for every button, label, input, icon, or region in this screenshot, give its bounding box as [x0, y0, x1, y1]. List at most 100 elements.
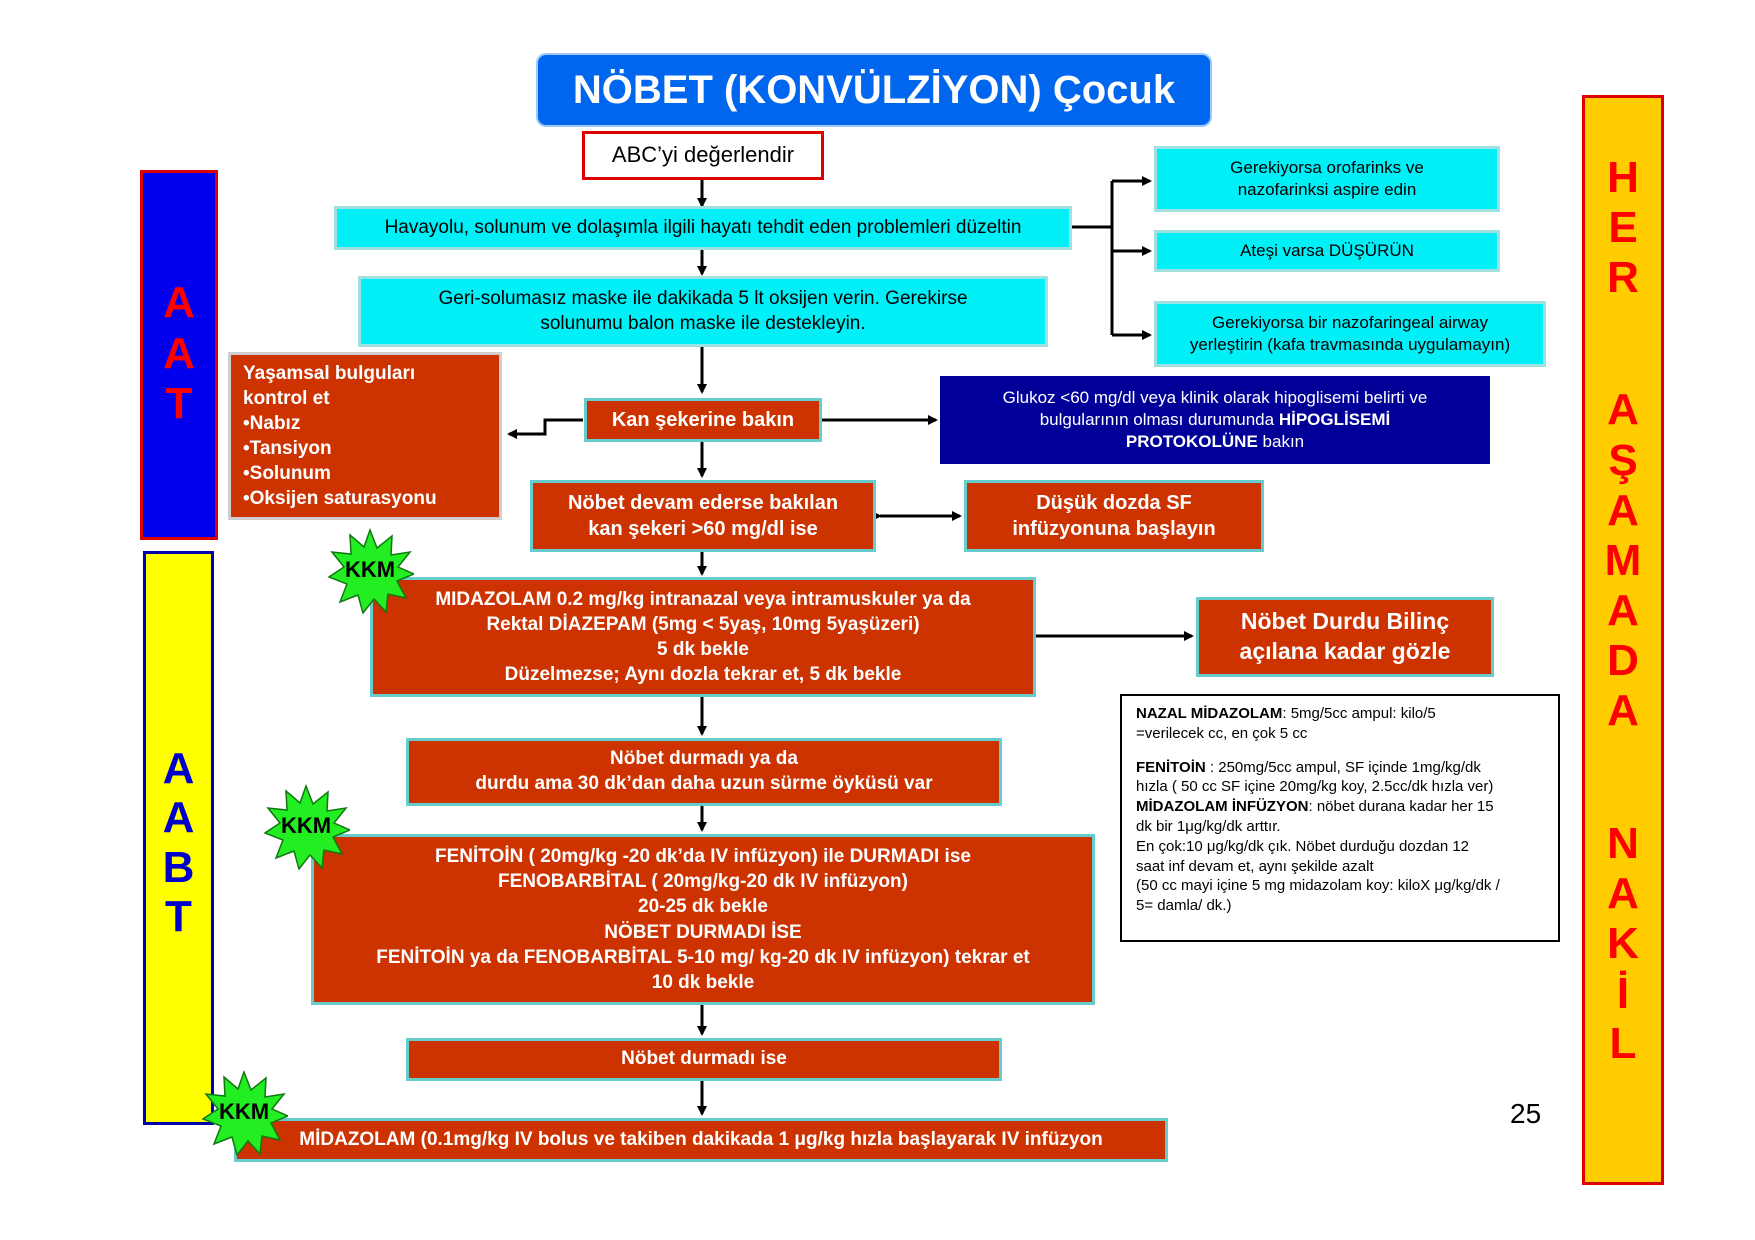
- fenitoin-fenobarbital-box: FENİTOİN ( 20mg/kg -20 dk’da IV infüzyon…: [311, 834, 1095, 1005]
- midazolam-note-line: 5= damla/ dk.): [1136, 897, 1232, 915]
- her-letter: H: [1607, 153, 1639, 202]
- midazolam1-line: 5 dk bekle: [657, 639, 749, 660]
- glukoz-hipoglisemi: HİPOGLİSEMİ: [1278, 409, 1391, 429]
- nobet-durmadi-30dk-box: Nöbet durmadı ya da durdu ama 30 dk’dan …: [406, 738, 1002, 806]
- her-asamada-nakil-bar: H E R A Ş A M A D A N A K İ L: [1582, 95, 1664, 1185]
- oksijen-line-2: solunumu balon maske ile destekleyin.: [540, 312, 866, 334]
- fenitoin-line: 10 dk bekle: [651, 971, 755, 993]
- midazolam-note-title: MİDAZOLAM İNFÜZYON: [1136, 798, 1309, 816]
- nobet-devam-box: Nöbet devam ederse bakılan kan şekeri >6…: [530, 480, 876, 552]
- aabt-letter: A: [162, 744, 195, 793]
- glukoz-line-3: PROTOKOLÜNE bakın: [1126, 431, 1304, 453]
- midazolam-iv-box: MİDAZOLAM (0.1mg/kg IV bolus ve takiben …: [234, 1118, 1168, 1162]
- ates-text: Ateşi varsa DÜŞÜRÜN: [1240, 240, 1414, 260]
- nazal-note-text: : 5mg/5cc ampul: kilo/5: [1282, 705, 1436, 722]
- nakil-letter: İ: [1616, 969, 1630, 1019]
- glukoz-line-1: Glukoz <60 mg/dl veya klinik olarak hipo…: [1002, 387, 1428, 407]
- dusuk-doz-line-2: infüzyonuna başlayın: [1012, 518, 1216, 540]
- ates-box: Ateşi varsa DÜŞÜRÜN: [1154, 230, 1500, 272]
- nobet-devam-line-2: kan şekeri >60 mg/dl ise: [588, 518, 818, 540]
- fenitoin-line: FENOBARBİTAL ( 20mg/kg-20 dk IV infüzyon…: [498, 871, 908, 893]
- midazolam-note-line: En çok:10 μg/kg/dk çık. Nöbet durduğu do…: [1136, 837, 1470, 855]
- her-letter: E: [1608, 203, 1638, 253]
- asamada-letter: A: [1607, 485, 1639, 535]
- aat-letter: T: [165, 379, 193, 429]
- nobet-durmadi1-line-2: durdu ama 30 dk’dan daha uzun sürme öykü…: [475, 773, 933, 794]
- aat-letter: A: [163, 278, 195, 327]
- glukoz-protokol: PROTOKOLÜNE: [1125, 432, 1258, 452]
- dusuk-doz-box: Düşük dozda SF infüzyonuna başlayın: [964, 480, 1264, 552]
- her-letter: R: [1607, 253, 1639, 303]
- yasamsal-line: •Oksijen saturasyonu: [243, 488, 437, 510]
- nobet-devam-line-1: Nöbet devam ederse bakılan: [567, 492, 839, 514]
- midazolam-note-text: : nöbet durana kadar her 15: [1308, 798, 1494, 816]
- aabt-bar: A A B T: [143, 551, 214, 1125]
- oksijen-box: Geri-solumasız maske ile dakikada 5 lt o…: [358, 276, 1048, 347]
- kkm-starburst-icon: [263, 783, 352, 871]
- fenitoin-line: NÖBET DURMADI İSE: [604, 921, 802, 943]
- nobet-durmadi2-text: Nöbet durmadı ise: [621, 1048, 787, 1070]
- page-title: NÖBET (KONVÜLZİYON) Çocuk: [538, 55, 1210, 125]
- fenitoin-note-text-2: hızla ( 50 cc SF içine 20mg/kg koy, 2.5c…: [1136, 778, 1494, 796]
- kkm-label: KKM: [218, 1099, 270, 1124]
- nobet-durdu-line-2: açılana kadar gözle: [1239, 638, 1451, 664]
- nazal-note-text-2: =verilecek cc, en çok 5 cc: [1136, 724, 1308, 742]
- kkm-label: KKM: [344, 557, 396, 582]
- asamada-letter: Ş: [1608, 435, 1638, 485]
- aat-bar: A A T: [140, 170, 218, 540]
- glukoz-line-2: bulgularının olması durumunda HİPOGLİSEM…: [1040, 409, 1391, 431]
- kan-sekeri-text: Kan şekerine bakın: [611, 409, 795, 431]
- airway-box: Gerekiyorsa bir nazofaringeal airway yer…: [1154, 301, 1546, 367]
- nazal-note: NAZAL MİDAZOLAM: 5mg/5cc ampul: kilo/5 =…: [1136, 704, 1544, 744]
- kkm-badge: KKM: [262, 782, 352, 871]
- aabt-letter: T: [165, 891, 192, 941]
- nakil-letter: N: [1607, 818, 1639, 868]
- midazolam2-text: MİDAZOLAM (0.1mg/kg IV bolus ve takiben …: [299, 1128, 1103, 1150]
- arrow-kan-yasamsal: [507, 418, 583, 439]
- midazolam1-line: Düzelmezse; Aynı dozla tekrar et, 5 dk b…: [504, 664, 902, 686]
- abc-box: ABC’yi değerlendir: [582, 131, 824, 180]
- kkm-starburst-icon: [201, 1069, 290, 1157]
- kkm-badge: KKM: [200, 1068, 290, 1157]
- fenitoin-note: FENİTOİN : 250mg/5cc ampul, SF içinde 1m…: [1136, 758, 1544, 916]
- yasamsal-line: Yaşamsal bulguları: [243, 362, 416, 384]
- asamada-letter: A: [1607, 686, 1639, 736]
- fenitoin-line: 20-25 dk bekle: [638, 896, 768, 918]
- dosage-notes-box: NAZAL MİDAZOLAM: 5mg/5cc ampul: kilo/5 =…: [1120, 694, 1560, 942]
- yasamsal-line: •Nabız: [243, 412, 301, 434]
- kkm-badge: KKM: [326, 526, 416, 615]
- nakil-letter: K: [1607, 918, 1639, 968]
- kkm-label: KKM: [280, 813, 332, 838]
- fenitoin-line: FENİTOİN ( 20mg/kg -20 dk’da IV infüzyon…: [435, 846, 971, 868]
- yasamsal-line: •Solunum: [243, 463, 331, 485]
- nakil-letter: A: [1607, 868, 1639, 918]
- airway-line-2: yerleştirin (kafa travmasında uygulamayı…: [1189, 335, 1511, 354]
- asamada-letter: D: [1607, 636, 1639, 686]
- kkm-starburst-icon: [327, 527, 416, 615]
- midazolam-note-line: (50 cc mayi içine 5 mg midazolam koy: ki…: [1136, 877, 1500, 895]
- nakil-letter: L: [1609, 1019, 1637, 1069]
- page-number: 25: [1510, 1098, 1542, 1129]
- fenitoin-line: FENİTOİN ya da FENOBARBİTAL 5-10 mg/ kg-…: [376, 946, 1030, 968]
- aspire-line-1: Gerekiyorsa orofarinks ve: [1230, 157, 1424, 177]
- aat-letter: A: [163, 328, 195, 378]
- nobet-durdu-box: Nöbet Durdu Bilinç açılana kadar gözle: [1196, 597, 1494, 677]
- glukoz-bakin: bakın: [1262, 432, 1305, 452]
- midazolam-note-line: saat inf devam et, aynı şekilde azalt: [1136, 857, 1374, 875]
- yasamsal-line: kontrol et: [243, 387, 330, 409]
- fenitoin-note-title: FENİTOİN: [1136, 758, 1206, 776]
- aabt-letter: B: [162, 842, 195, 892]
- havayolu-text: Havayolu, solunum ve dolaşımla ilgili ha…: [384, 216, 1022, 238]
- aabt-letter: A: [162, 793, 195, 843]
- title-text: NÖBET (KONVÜLZİYON) Çocuk: [572, 68, 1176, 112]
- aspire-box: Gerekiyorsa orofarinks ve nazofarinksi a…: [1154, 146, 1500, 212]
- glukoz-line-2-text: bulgularının olması durumunda: [1039, 409, 1275, 429]
- kan-sekeri-box: Kan şekerine bakın: [584, 398, 822, 442]
- nazal-note-title: NAZAL MİDAZOLAM: [1136, 705, 1283, 722]
- dusuk-doz-line-1: Düşük dozda SF: [1036, 492, 1192, 514]
- nobet-durmadi-ise-box: Nöbet durmadı ise: [406, 1038, 1002, 1081]
- midazolam1-line: MIDAZOLAM 0.2 mg/kg intranazal veya intr…: [435, 588, 971, 610]
- glukoz-box: Glukoz <60 mg/dl veya klinik olarak hipo…: [940, 376, 1490, 464]
- midazolam-note-line: dk bir 1μg/kg/dk arttır.: [1136, 817, 1281, 835]
